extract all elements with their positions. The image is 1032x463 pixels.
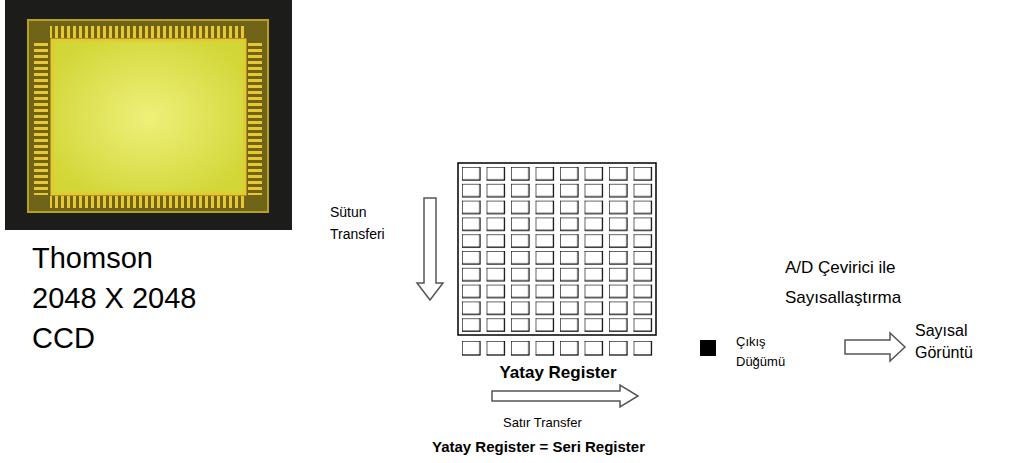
ccd-photo — [5, 0, 292, 230]
row-transfer-arrow — [492, 385, 638, 407]
array-frame — [458, 163, 656, 335]
chip-caption: Thomson 2048 X 2048 CCD — [32, 238, 210, 358]
transfer-label: Satır Transfer — [503, 414, 582, 432]
chip-pads — [34, 40, 48, 195]
register-label: Yatay Register — [428, 363, 688, 383]
column-transfer-arrow — [417, 198, 443, 300]
register-cell — [460, 340, 656, 357]
output-label: Sayısal Görüntü — [915, 320, 995, 364]
photo-background — [5, 0, 292, 230]
chip-pads — [50, 26, 246, 38]
sensor-area — [52, 40, 245, 194]
transfer-label: Sütun Transferi — [330, 201, 402, 245]
output-node: Çıkış Düğümü — [700, 340, 716, 356]
note-label: Yatay Register = Seri Register — [432, 437, 645, 457]
register-row: Yatay Register — [458, 339, 658, 359]
chip-pads — [50, 196, 246, 208]
output-arrow — [845, 333, 905, 361]
pixel-array — [458, 163, 656, 335]
register-cells — [458, 339, 658, 359]
chip-pads — [248, 40, 262, 195]
pixel-cells — [460, 165, 654, 333]
chip-frame — [28, 20, 268, 212]
conversion-label: A/D Çevirici ile Sayısallaştırma — [785, 253, 935, 313]
node-label: Çıkış Düğümü — [736, 332, 796, 372]
